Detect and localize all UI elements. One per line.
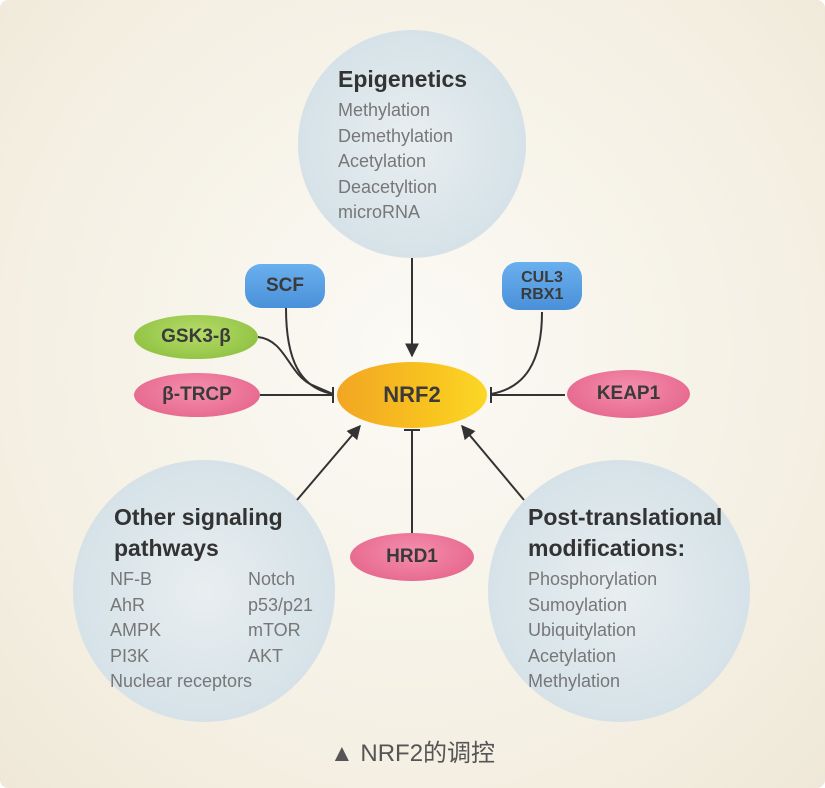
- list-item: mTOR: [248, 620, 301, 640]
- list-item: Methylation: [338, 100, 431, 120]
- other-signaling-col1: NF-B AhR AMPK PI3K: [110, 567, 161, 669]
- btrcp-node: β-TRCP: [134, 373, 260, 417]
- rbx1-label: RBX1: [520, 286, 564, 303]
- list-item: Sumoylation: [528, 594, 628, 615]
- other-signaling-circle: [73, 460, 335, 722]
- epigenetics-list: Methylation Demethylation Acetylation De…: [338, 98, 453, 226]
- epigenetics-title: Epigenetics: [338, 66, 468, 92]
- list-item: Deacetyltion: [338, 176, 438, 197]
- cul3-label: CUL3: [521, 269, 563, 286]
- list-item: Acetylation: [528, 645, 617, 666]
- list-item: PI3K: [110, 645, 150, 666]
- title-line: modifications:: [528, 535, 686, 561]
- post-translational-list: Phosphorylation Sumoylation Ubiquitylati…: [528, 567, 657, 695]
- list-item: Ubiquitylation: [528, 620, 637, 640]
- post-translational-title: Post-translational modifications:: [528, 502, 722, 564]
- link-gsk3b: [257, 336, 334, 395]
- figure-caption: ▲ NRF2的调控: [329, 740, 496, 767]
- list-item: Notch: [248, 569, 296, 589]
- keap1-node: KEAP1: [567, 370, 690, 418]
- title-line: pathways: [114, 535, 219, 561]
- list-item: p53/p21: [248, 594, 314, 615]
- gsk3b-node: GSK3-β: [134, 315, 258, 359]
- nrf2-node: NRF2: [337, 362, 487, 428]
- list-item: AMPK: [110, 620, 162, 640]
- scf-node: SCF: [245, 264, 325, 308]
- other-signaling-title: Other signaling pathways: [114, 502, 283, 564]
- cul3-rbx1-node: CUL3 RBX1: [502, 262, 582, 310]
- other-signaling-col2: Notch p53/p21 mTOR AKT: [248, 567, 313, 669]
- title-line: Other signaling: [114, 504, 283, 530]
- list-item: Methylation: [528, 671, 621, 691]
- list-item: Phosphorylation: [528, 569, 658, 589]
- link-cul3-rbx1: [490, 311, 543, 395]
- epigenetics-circle: [298, 30, 526, 258]
- hrd1-node: HRD1: [350, 533, 474, 581]
- list-item: Demethylation: [338, 125, 454, 146]
- title-line: Post-translational: [528, 504, 723, 530]
- list-item: NF-B: [110, 569, 152, 589]
- arrow-other-signaling: [296, 424, 361, 501]
- list-item: AKT: [248, 645, 284, 666]
- list-item: AhR: [110, 594, 146, 615]
- post-translational-circle: [488, 460, 750, 722]
- link-scf: [285, 307, 334, 395]
- arrow-post-translational: [461, 424, 525, 501]
- list-item: Acetylation: [338, 151, 427, 171]
- list-item: microRNA: [338, 202, 421, 222]
- other-signaling-footer: Nuclear receptors: [110, 671, 253, 691]
